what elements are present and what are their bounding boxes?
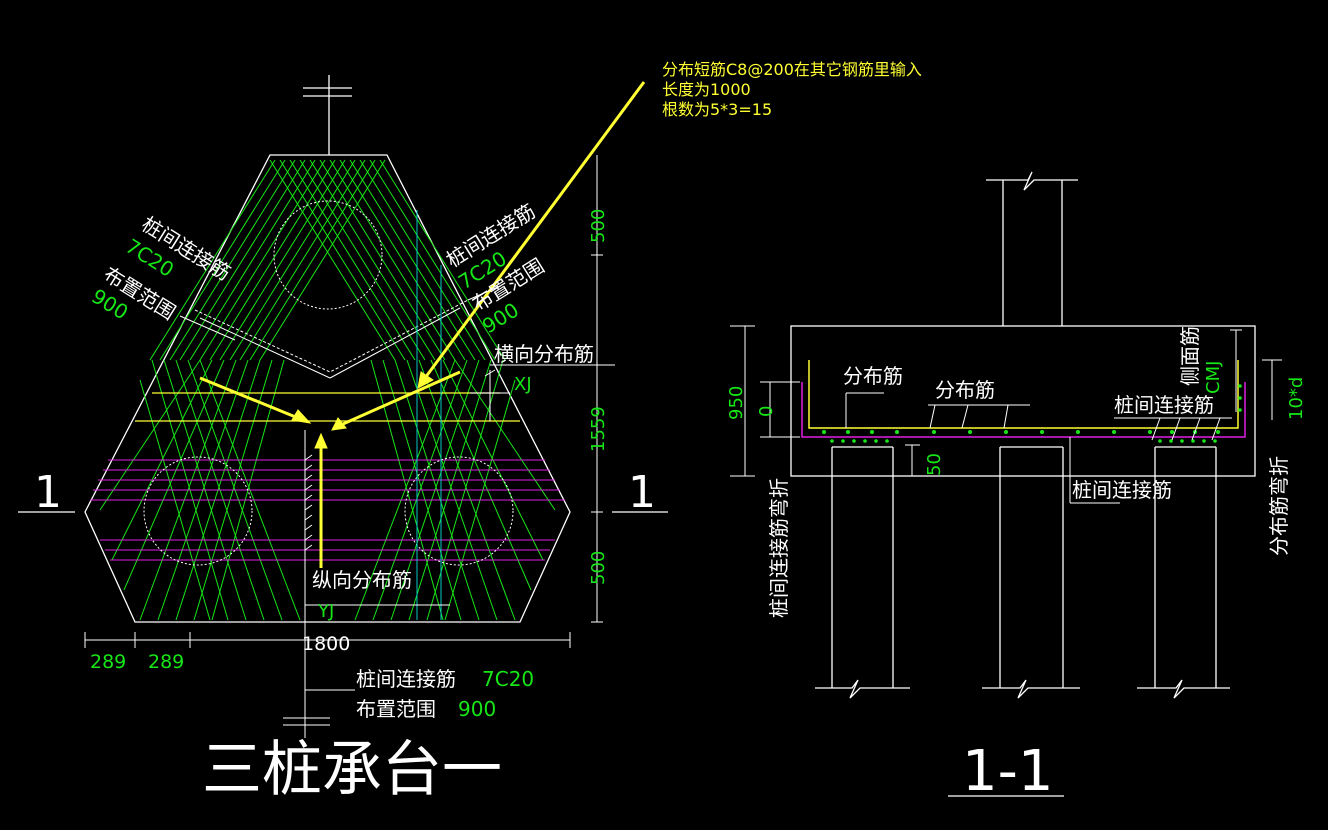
transverse-bar-label: 横向分布筋 [494, 342, 594, 366]
dim-width: 1800 [302, 633, 350, 655]
section-rebar-dots [822, 384, 1242, 443]
axis-marker-top [303, 75, 352, 155]
section-pile-connect-bottom: 桩间连接筋 [1072, 478, 1172, 502]
dimension-right [470, 155, 603, 623]
yellow-arrows [199, 81, 646, 568]
section-dim-cover: 50 [924, 453, 945, 476]
piles-plan [143, 200, 514, 566]
section-dim-zero: 0 [756, 406, 777, 417]
section-dist-bar-b: 分布筋 [935, 378, 995, 402]
cap-outline [84, 154, 571, 623]
annotation-line-1: 分布短筋C8@200在其它钢筋里输入 [662, 60, 922, 79]
section-pile-connect-bend: 桩间连接筋弯折 [767, 478, 791, 618]
plan-title: 三桩承台一 [202, 735, 502, 805]
annotation-line-2: 长度为1000 [662, 80, 751, 99]
plan-view: 1 1 桩间连接筋 7C20 布置范围 900 桩间连接筋 7C20 布置范围 … [18, 75, 668, 805]
leader-lines [179, 285, 615, 691]
bottom-range-value: 900 [458, 697, 496, 721]
annotation-line-3: 根数为5*3=15 [662, 100, 772, 119]
section-connect-bar [801, 382, 1246, 438]
section-cap-outline [790, 325, 1256, 477]
transverse-bar-code: XJ [514, 374, 532, 395]
section-title: 1-1 [962, 739, 1053, 804]
section-pile-connect-top: 桩间连接筋 [1114, 393, 1214, 417]
longitudinal-bar-label: 纵向分布筋 [312, 568, 412, 592]
section-side-code: CMJ [1203, 361, 1224, 394]
column [986, 171, 1078, 326]
section-side-bar: 侧面筋 [1178, 326, 1202, 386]
cyan-guides [416, 210, 442, 620]
dim-top: 500 [588, 209, 609, 243]
pile-top [273, 200, 383, 310]
section-dist-bar [808, 360, 1239, 429]
section-dist-bend: 分布筋弯折 [1267, 456, 1291, 556]
section-dist-bar-a: 分布筋 [843, 364, 903, 388]
transverse-dist-lines [135, 392, 520, 422]
annotation-note: 分布短筋C8@200在其它钢筋里输入 长度为1000 根数为5*3=15 [662, 60, 922, 119]
section-dimensions [730, 325, 1282, 477]
pile-connect-bars-horizontal [90, 459, 565, 561]
pile-right [404, 456, 514, 566]
bottom-connect-value: 7C20 [482, 667, 534, 691]
section-mark-left: 1 [34, 467, 62, 518]
bottom-range-label: 布置范围 [356, 697, 436, 721]
section-leaders [845, 329, 1242, 504]
section-view: 950 0 50 10*d 分布筋 分布筋 桩间连接筋 桩间连接筋 侧面筋 CM… [726, 171, 1307, 804]
dim-bottom: 500 [588, 551, 609, 585]
longitudinal-bar-code: YJ [317, 601, 334, 622]
section-mark-right: 1 [628, 467, 656, 518]
dim-left-a: 289 [90, 651, 126, 673]
pile-left [143, 456, 253, 566]
section-piles [815, 446, 1230, 699]
bottom-connect-label: 桩间连接筋 [356, 667, 456, 691]
pile-connect-bars-v [194, 299, 469, 379]
section-dim-bend: 10*d [1286, 377, 1307, 420]
dim-middle: 1559 [588, 406, 609, 452]
axis-center [283, 430, 330, 738]
dimension-bottom [84, 600, 571, 648]
dim-left-b: 289 [148, 651, 184, 673]
section-dim-height: 950 [726, 386, 747, 420]
